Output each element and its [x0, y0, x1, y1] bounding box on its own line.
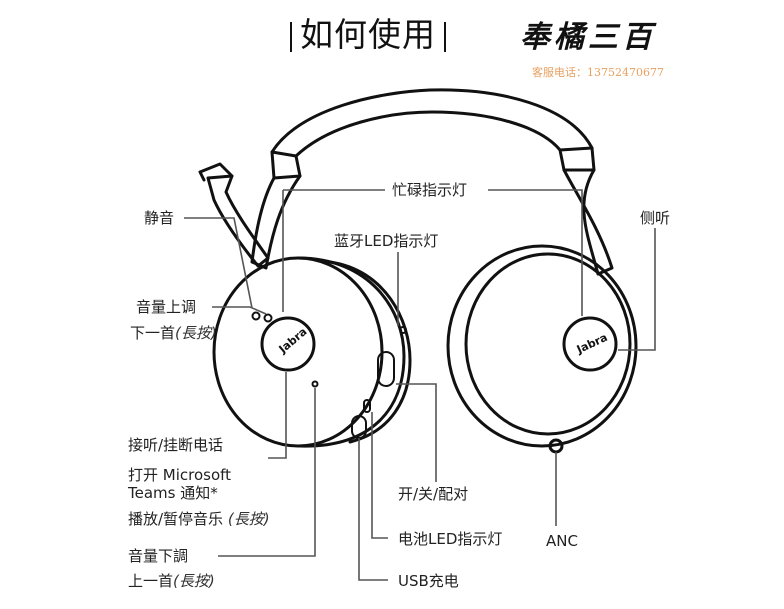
label-prev-track: 上一首(長按) [128, 572, 215, 590]
label-next-track: 下一首(長按) [130, 324, 217, 342]
leader-sidetone [618, 228, 656, 351]
left-jabra-button [260, 316, 316, 372]
label-sidetone: 侧听 [640, 209, 671, 227]
right-jabra-button [562, 316, 618, 372]
leader-vol-up [212, 306, 267, 315]
label-long-press-2: (長按) [227, 510, 270, 528]
leader-busy-right [488, 189, 583, 316]
label-next-track-text: 下一首 [130, 324, 176, 342]
label-long-press-1: (長按) [175, 324, 217, 342]
leader-answer [268, 372, 287, 459]
label-mute: 静音 [144, 209, 175, 227]
title-bar-left [290, 21, 292, 52]
battery-led [363, 399, 371, 413]
label-teams-2: Teams 通知* [128, 484, 218, 502]
vol-down-dot [311, 380, 319, 388]
label-long-press-3: (長按) [173, 572, 215, 590]
jabra-logo-left: Jabra [276, 325, 310, 356]
label-prev-track-text: 上一首 [128, 572, 174, 590]
vol-up-hole [263, 313, 273, 323]
mute-hole-1 [251, 311, 261, 321]
power-slider [377, 351, 395, 387]
label-busy-led: 忙碌指示灯 [392, 181, 468, 199]
label-bt-led: 蓝牙LED指示灯 [334, 232, 439, 250]
label-vol-up: 音量上调 [136, 298, 197, 316]
right-slider [558, 146, 596, 172]
label-answer-end: 接听/挂断电话 [128, 436, 224, 454]
label-anc: ANC [546, 532, 578, 550]
label-usb-charge: USB充电 [398, 572, 459, 590]
bt-led-dot [399, 326, 407, 334]
title-bar-right [444, 21, 446, 52]
label-vol-down: 音量下調 [128, 547, 189, 565]
leader-power [396, 383, 437, 482]
jabra-logo-right: Jabra [574, 331, 610, 357]
label-power-pair: 开/关/配对 [398, 485, 469, 503]
headband-inner [294, 110, 562, 158]
label-battery-led: 电池LED指示灯 [398, 530, 503, 548]
shop-phone: 客服电话：13752470677 [532, 66, 664, 79]
left-earcup [212, 256, 384, 448]
leader-mute [184, 217, 253, 309]
shop-logo: 奉橘三百 [520, 20, 656, 55]
label-play-pause-text: 播放/暂停音乐 [128, 510, 224, 528]
label-teams-1: 打开 Microsoft [128, 466, 232, 484]
label-play-pause: 播放/暂停音乐 (長按) [128, 510, 270, 528]
left-slider [270, 150, 302, 180]
leader-usb [358, 438, 388, 581]
page-title: 如何使用 [282, 8, 454, 56]
leader-battery [371, 412, 388, 539]
right-earcup [446, 244, 638, 448]
leader-vol-down [218, 388, 316, 557]
title-text: 如何使用 [300, 15, 436, 54]
headband-outer [270, 88, 594, 154]
